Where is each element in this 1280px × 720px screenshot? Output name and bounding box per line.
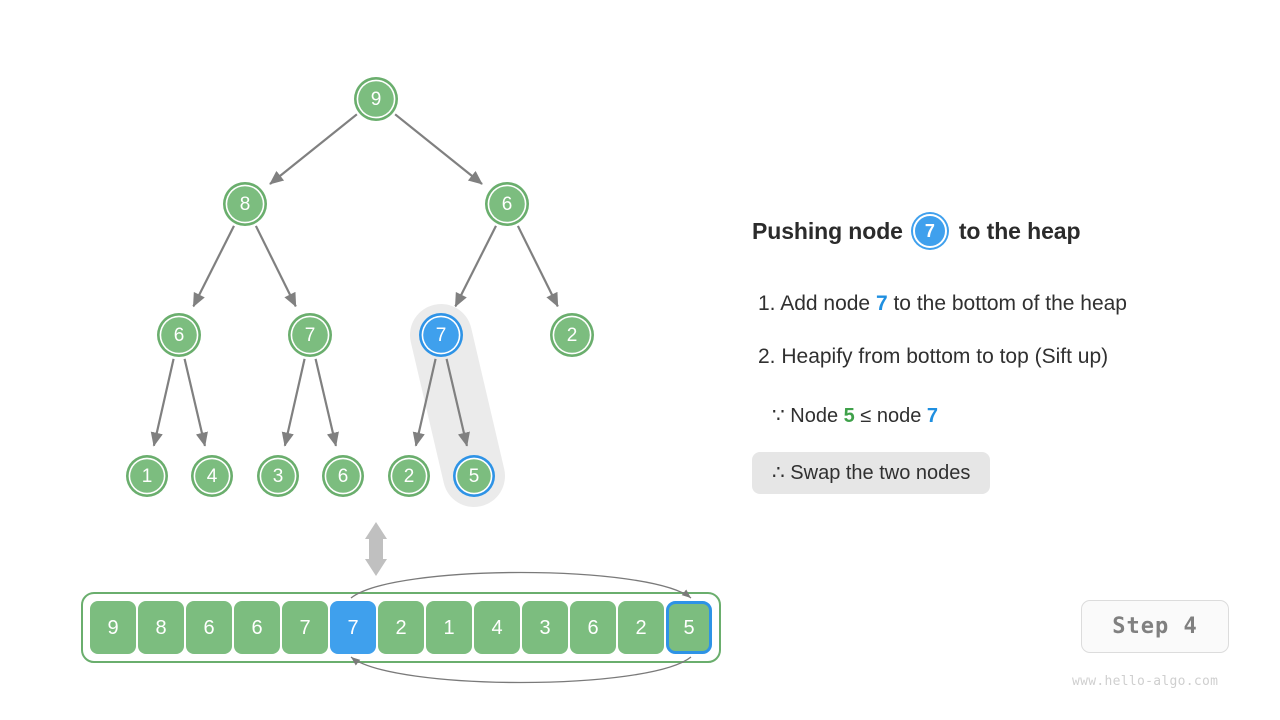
reason-right-value: 7	[926, 405, 939, 427]
tree-edge	[394, 113, 483, 185]
tree-node-label: 2	[567, 325, 578, 346]
tree-node-label: 4	[207, 466, 218, 487]
array-cell[interactable]: 4	[474, 601, 520, 654]
tree-node[interactable]: 5	[453, 455, 495, 497]
array-cell[interactable]: 6	[186, 601, 232, 654]
heap-diagram: 9 8 6 6 7 7 2 1 4 3 6 2 5 9 8 6 6 7 7 2 1 4 3 6 2 5	[81, 77, 721, 684]
tree-edge	[269, 113, 358, 185]
diagram-canvas: 9 8 6 6 7 7 2 1 4 3 6 2 5 9 8 6 6 7 7 2 1 4 3 6 2 5	[81, 77, 721, 684]
tree-node-label: 2	[404, 466, 415, 487]
explanation-panel: Pushing node 7 to the heap 1. Add node 7…	[752, 0, 1280, 720]
tree-node-label: 8	[240, 194, 251, 215]
array-container	[81, 592, 721, 663]
step-1-suffix: to the bottom of the heap	[887, 292, 1127, 315]
tree-node[interactable]: 2	[550, 313, 594, 357]
tree-node-label: 6	[502, 194, 513, 215]
array-cell[interactable]: 6	[570, 601, 616, 654]
tree-node-label: 5	[469, 466, 480, 487]
tree-edge	[412, 358, 437, 447]
conclusion-text: ∴ Swap the two nodes	[752, 452, 991, 494]
tree-node-label: 3	[273, 466, 284, 487]
array-cell[interactable]: 3	[522, 601, 568, 654]
title-suffix: to the heap	[958, 217, 1081, 244]
tree-edge	[454, 225, 497, 308]
array-cell-label: 8	[155, 617, 166, 639]
array-cell[interactable]: 2	[378, 601, 424, 654]
tree-node[interactable]: 2	[388, 455, 430, 497]
title-node-badge: 7	[912, 214, 947, 248]
tree-edges	[150, 113, 559, 447]
tree-edge	[281, 358, 306, 447]
array-cell-label: 4	[491, 617, 502, 639]
array-cell[interactable]: 8	[138, 601, 184, 654]
step-1-text: 1. Add node 7 to the bottom of the heap	[758, 292, 1127, 316]
tree-node-label: 9	[371, 89, 382, 110]
tree-edge	[192, 225, 235, 308]
array-cell-label: 7	[347, 617, 358, 639]
updown-arrow-icon	[365, 522, 387, 576]
tree-edge	[445, 358, 470, 447]
array-cell-label: 6	[203, 617, 214, 639]
array-representation: 9 8 6 6 7 7 2 1 4 3 6 2 5	[81, 592, 721, 663]
tree-node[interactable]: 7	[419, 313, 463, 357]
tree-node-label: 1	[142, 466, 153, 487]
tree-node[interactable]: 3	[257, 455, 299, 497]
tree-node[interactable]: 8	[223, 182, 267, 226]
tree-node-label: 7	[436, 325, 447, 346]
array-cell[interactable]: 1	[426, 601, 472, 654]
tree-edge	[516, 225, 559, 308]
step-1-prefix: 1. Add node	[758, 292, 876, 315]
tree-node[interactable]: 9	[354, 77, 398, 121]
array-cell-label: 7	[299, 617, 310, 639]
array-cell-label: 1	[443, 617, 454, 639]
reason-operator: ≤ node	[854, 405, 927, 427]
tree-edge	[150, 358, 175, 447]
swap-arrow-bottom	[350, 656, 692, 684]
array-cell-label: 6	[251, 617, 262, 639]
tree-node[interactable]: 1	[126, 455, 168, 497]
array-cell[interactable]: 7	[330, 601, 376, 654]
array-cell[interactable]: 5	[666, 601, 712, 654]
array-cell-label: 3	[539, 617, 550, 639]
tree-node[interactable]: 6	[485, 182, 529, 226]
tree-nodes: 9 8 6 6 7 7 2 1 4 3 6 2 5	[126, 77, 594, 497]
array-cell[interactable]: 2	[618, 601, 664, 654]
reason-text: ∵ Node 5 ≤ node 7	[772, 403, 938, 428]
page-title: Pushing node 7 to the heap	[752, 214, 1081, 248]
step-1-value: 7	[875, 292, 888, 315]
tree-node[interactable]: 6	[157, 313, 201, 357]
tree-node-label: 6	[174, 325, 185, 346]
tree-edge	[183, 358, 208, 447]
tree-node[interactable]: 4	[191, 455, 233, 497]
array-cell-label: 9	[107, 617, 118, 639]
array-cell[interactable]: 9	[90, 601, 136, 654]
array-cell-label: 2	[635, 617, 646, 639]
tree-node[interactable]: 7	[288, 313, 332, 357]
reason-left-value: 5	[843, 405, 855, 427]
step-badge: Step 4	[1081, 600, 1229, 653]
tree-node-label: 7	[305, 325, 316, 346]
tree-edge	[254, 225, 297, 308]
array-cell[interactable]: 6	[234, 601, 280, 654]
array-cell-label: 2	[395, 617, 406, 639]
swap-arrow-top	[350, 571, 692, 599]
tree-edge	[314, 358, 339, 447]
array-cell[interactable]: 7	[282, 601, 328, 654]
step-2-text: 2. Heapify from bottom to top (Sift up)	[758, 345, 1109, 368]
title-prefix: Pushing node	[752, 217, 903, 244]
array-cell-label: 5	[683, 617, 694, 639]
watermark: www.hello-algo.com	[1072, 674, 1219, 689]
reason-prefix: ∵ Node	[772, 405, 844, 427]
array-cell-label: 6	[587, 617, 598, 639]
tree-node[interactable]: 6	[322, 455, 364, 497]
updown-arrow-glyph	[365, 522, 387, 576]
tree-node-label: 6	[338, 466, 349, 487]
swap-arrows	[350, 571, 692, 684]
